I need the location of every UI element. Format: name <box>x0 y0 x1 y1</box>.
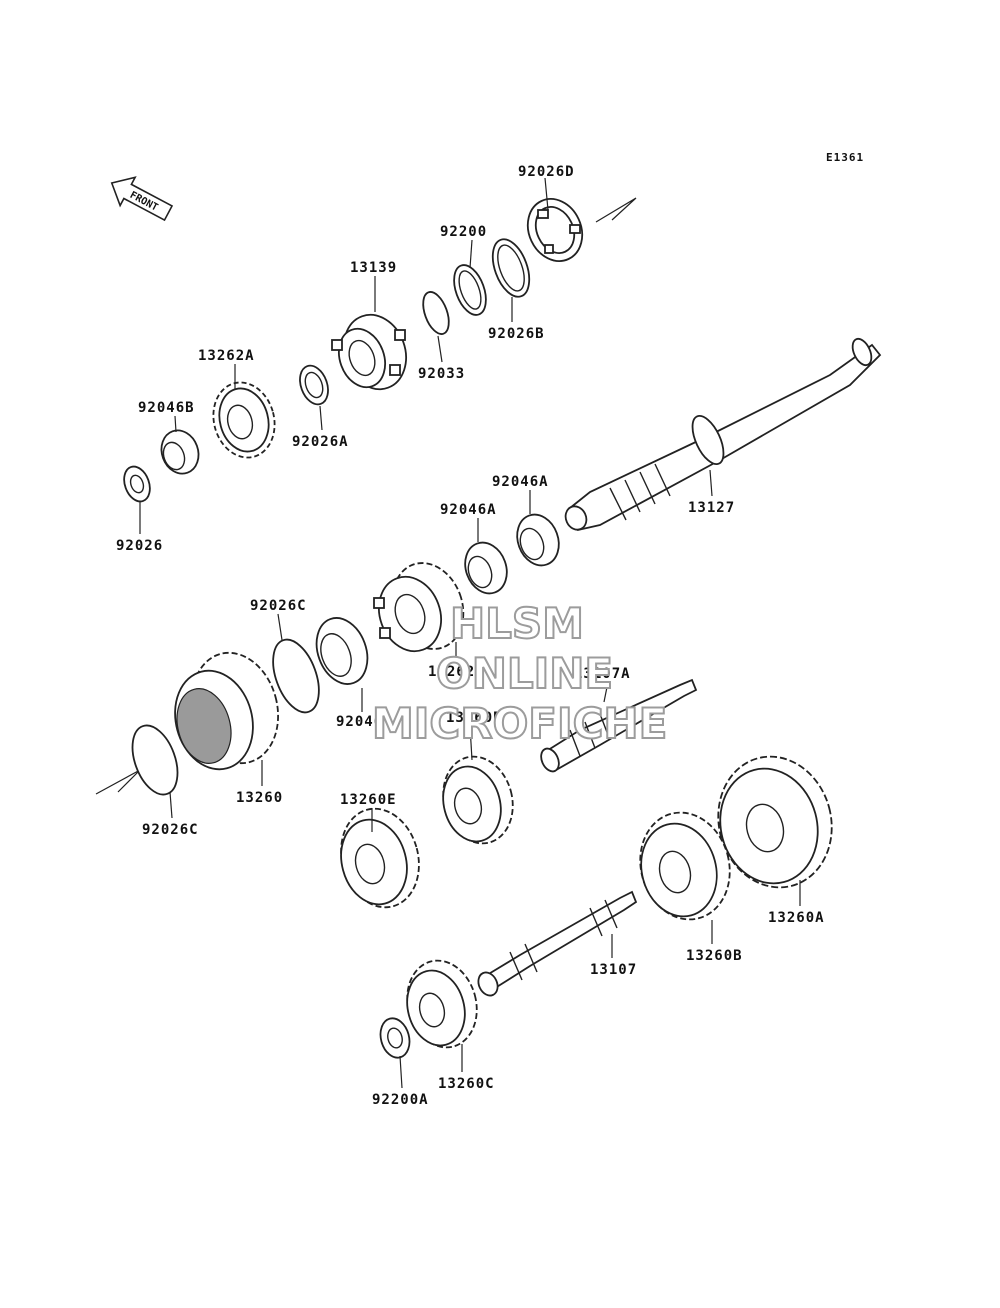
part-13107A <box>540 678 698 773</box>
label-13260A: 13260A <box>768 910 825 926</box>
label-13107A: 13107A <box>574 666 631 682</box>
part-13127 <box>564 337 882 532</box>
label-92026C-2: 92026C <box>142 822 199 838</box>
part-92046 <box>315 617 369 685</box>
part-92033 <box>422 291 450 335</box>
leader-lines <box>139 177 801 1089</box>
watermark-line-1: HLSM <box>450 599 584 648</box>
diagram-code: E1361 <box>826 151 864 164</box>
label-92200A: 92200A <box>372 1092 429 1108</box>
part-92026C-2 <box>131 724 179 796</box>
label-13127: 13127 <box>688 500 735 516</box>
front-arrow-icon: FRONT <box>110 176 174 222</box>
label-13260E: 13260E <box>340 792 397 808</box>
part-13260C <box>406 959 478 1049</box>
watermark: HLSM ONLINE MICROFICHE <box>371 598 668 749</box>
part-13262 <box>373 562 465 653</box>
part-92046B <box>160 429 200 475</box>
label-92046A-2: 92046A <box>440 502 497 518</box>
label-92033: 92033 <box>418 366 465 382</box>
part-92026D <box>526 198 584 262</box>
part-13260D <box>442 755 514 845</box>
part-92046A-1 <box>516 513 560 567</box>
watermark-line-3: MICROFICHE <box>372 699 667 748</box>
part-13262A <box>212 381 276 459</box>
label-13260: 13260 <box>236 790 283 806</box>
part-13260 <box>174 651 279 771</box>
part-92026 <box>123 465 151 503</box>
part-92026B <box>491 238 531 298</box>
part-13139 <box>331 313 407 391</box>
part-labels: 92026D 92200 13139 92026B 92033 13262A 9… <box>116 164 825 1108</box>
part-13260E <box>340 807 420 909</box>
label-13107: 13107 <box>590 962 637 978</box>
label-92026C-1: 92026C <box>250 598 307 614</box>
part-92026A <box>299 364 329 406</box>
label-92026: 92026 <box>116 538 163 554</box>
label-92026B: 92026B <box>488 326 545 342</box>
label-13139: 13139 <box>350 260 397 276</box>
part-13107 <box>477 890 638 997</box>
label-92046: 92046 <box>336 714 383 730</box>
part-92026C-1 <box>272 638 320 714</box>
part-13260B <box>639 811 731 921</box>
axis-break-mark-left <box>95 769 141 795</box>
part-13260A <box>717 755 833 889</box>
axis-break-mark-top <box>595 197 637 223</box>
part-92200 <box>453 264 487 316</box>
label-13260D: 13260D <box>446 710 503 726</box>
watermark-line-2: ONLINE <box>436 649 613 698</box>
part-92046A-2 <box>464 541 508 595</box>
label-92026A: 92026A <box>292 434 349 450</box>
label-13262: 13262 <box>428 664 475 680</box>
label-13260B: 13260B <box>686 948 743 964</box>
label-92046B: 92046B <box>138 400 195 416</box>
label-92200: 92200 <box>440 224 487 240</box>
label-13260C: 13260C <box>438 1076 495 1092</box>
label-92026D: 92026D <box>518 164 575 180</box>
label-13262A: 13262A <box>198 348 255 364</box>
part-92200A <box>379 1017 411 1059</box>
label-92046A-1: 92046A <box>492 474 549 490</box>
